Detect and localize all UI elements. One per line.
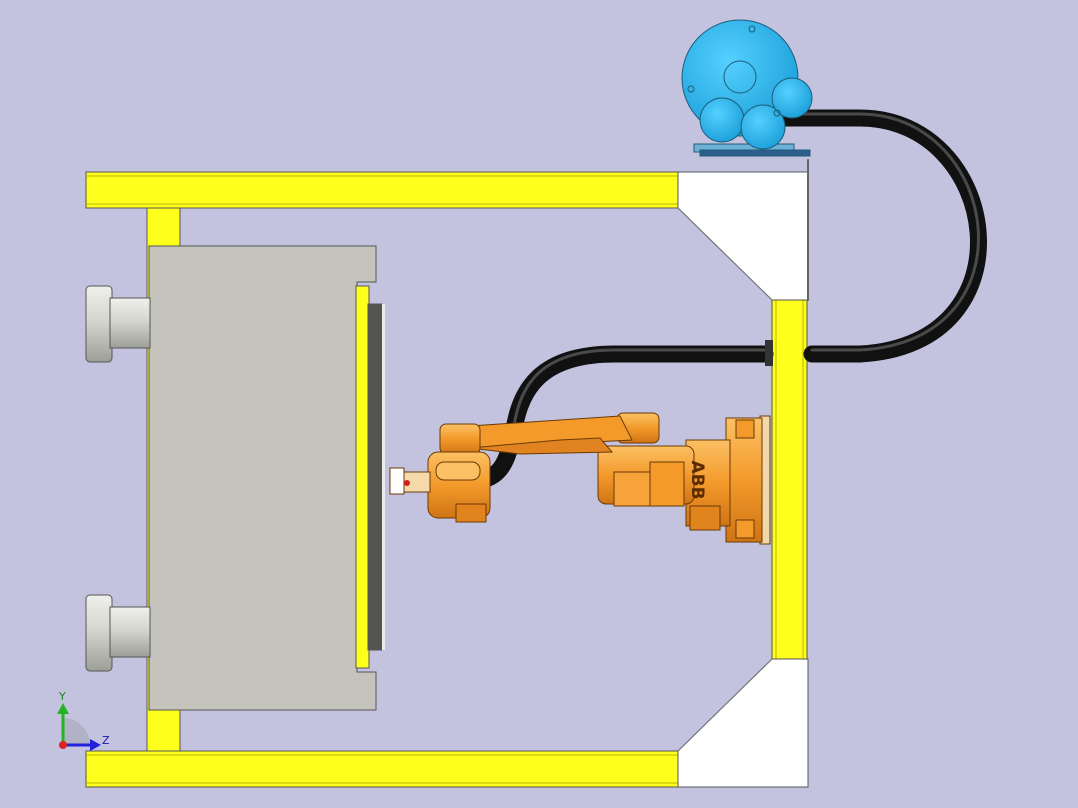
mold-plate	[355, 285, 370, 669]
industrial-robot-icon	[389, 412, 771, 545]
triad-z-label: Z	[102, 734, 110, 747]
upper-cylinder	[85, 285, 151, 363]
abb-logo: ABB	[687, 460, 707, 499]
press-machine	[85, 245, 385, 711]
machine-body	[148, 245, 377, 711]
coordinate-triad-icon: Y Z	[57, 690, 110, 751]
frame-right-post	[771, 299, 808, 660]
frame-top-gusset	[677, 171, 809, 301]
hose	[473, 109, 987, 489]
platen	[367, 303, 383, 651]
triad-y-label: Y	[58, 690, 66, 703]
lower-cylinder	[85, 594, 151, 672]
centrifugal-blower-icon	[681, 19, 813, 157]
frame-bottom-gusset	[677, 658, 809, 788]
